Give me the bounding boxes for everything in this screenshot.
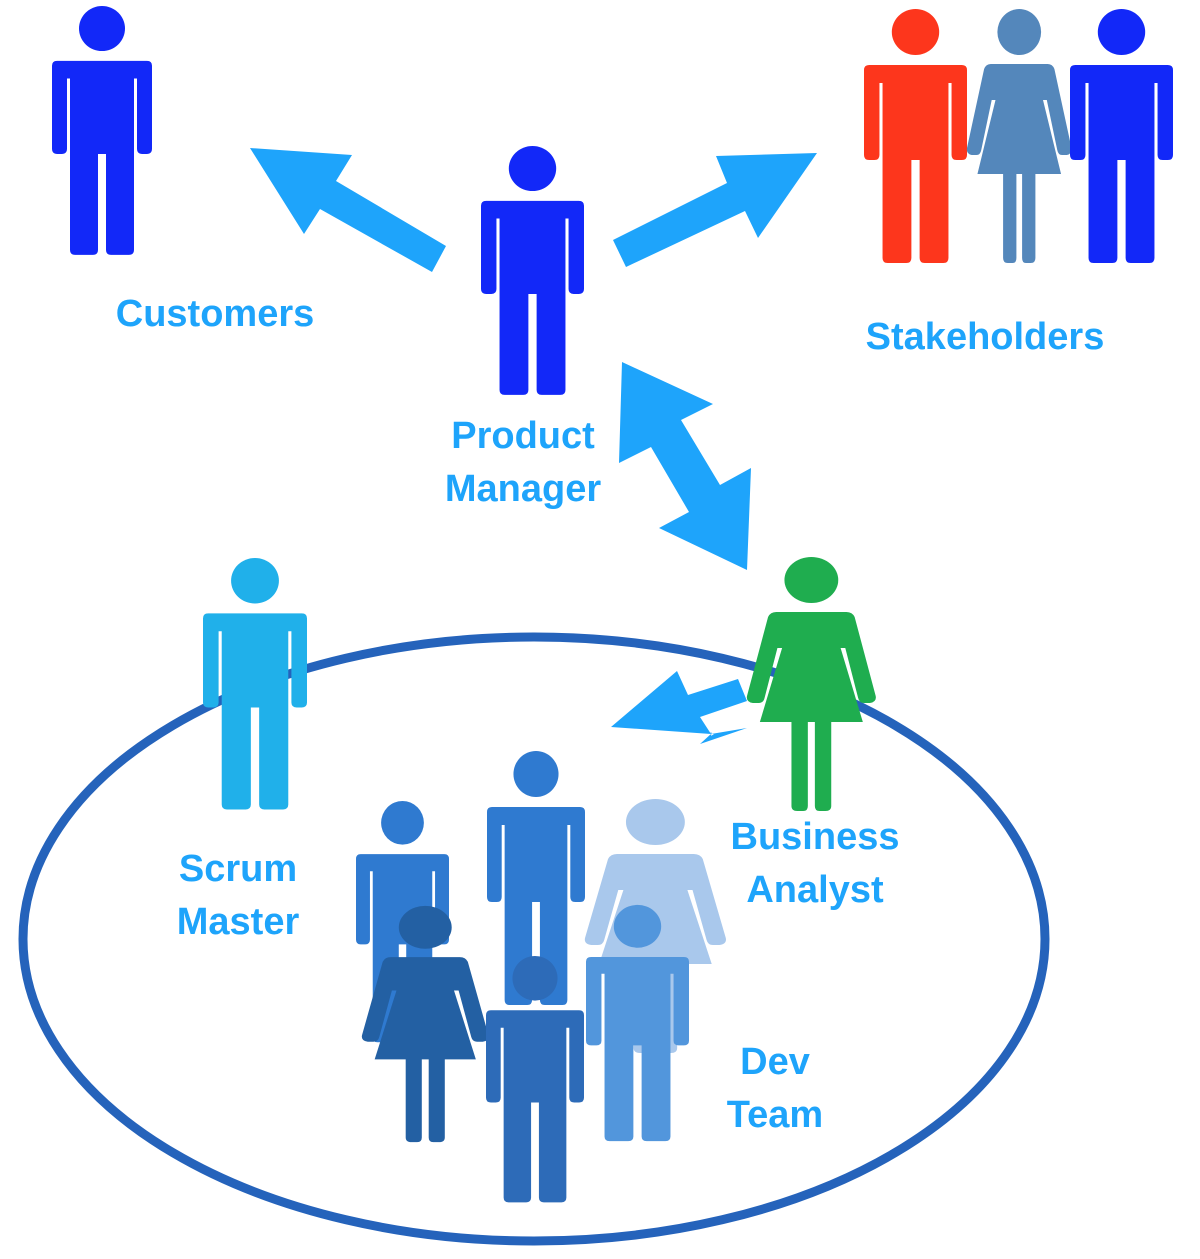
scrum-team-ellipse <box>18 632 1050 1246</box>
business-analyst-label-line2: Analyst <box>746 869 884 911</box>
product-manager-label: Product Manager <box>405 410 641 516</box>
arrow-pm-business-analyst-two-way <box>619 362 751 570</box>
scrum-master-label-line1: Scrum <box>178 848 298 890</box>
product-manager-label-line1: Product <box>451 415 595 457</box>
customer-figure-icon <box>52 5 152 255</box>
business-analyst-label-line1: Business <box>730 816 900 858</box>
stakeholders-label: Stakeholders <box>835 311 1135 364</box>
stakeholder-figure-icon <box>966 9 1072 263</box>
dev-team-label-line2: Team <box>726 1094 824 1136</box>
scrum-master-label-line2: Master <box>176 901 300 943</box>
dev-team-label: Dev Team <box>700 1036 850 1142</box>
arrow-pm-to-customers <box>250 148 446 272</box>
customers-label-text: Customers <box>115 293 315 335</box>
product-manager-figure-icon <box>481 145 584 395</box>
stakeholder-figure-icon <box>1070 9 1173 263</box>
arrow-ba-to-dev-team <box>611 671 747 734</box>
business-analyst-label: Business Analyst <box>700 811 930 917</box>
dev-team-label-line1: Dev <box>740 1041 810 1083</box>
product-manager-label-line2: Manager <box>444 468 602 510</box>
dev-team-member-icon <box>486 955 584 1203</box>
arrow-ba-to-dev-team <box>700 728 747 744</box>
customers-label: Customers <box>70 288 360 341</box>
scrum-master-figure-icon <box>203 557 307 810</box>
business-analyst-figure-icon <box>746 557 876 811</box>
stakeholder-figure-icon <box>864 9 967 263</box>
scrum-master-label: Scrum Master <box>140 843 336 949</box>
arrow-pm-to-stakeholders <box>613 153 817 267</box>
stakeholders-label-text: Stakeholders <box>865 316 1105 358</box>
